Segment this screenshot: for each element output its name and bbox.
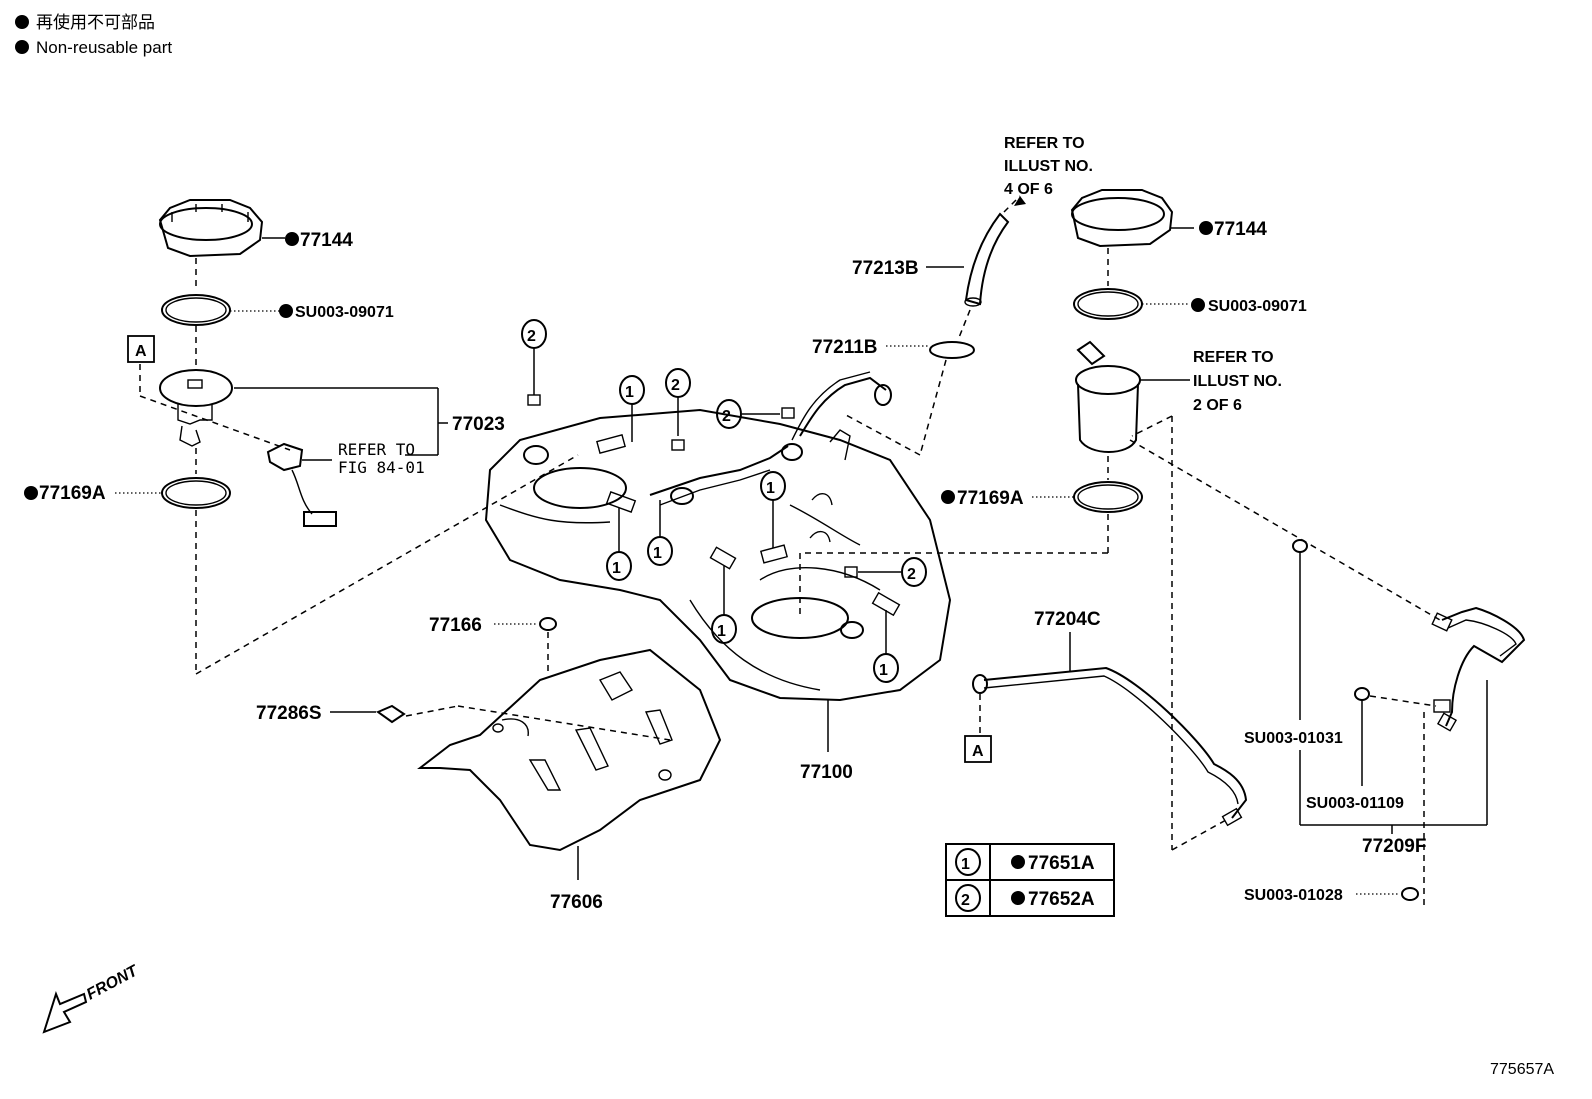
callout-1: 1 bbox=[606, 508, 632, 581]
right-lock-ring: 77144 bbox=[1070, 189, 1267, 248]
svg-text:ILLUST NO.: ILLUST NO. bbox=[1193, 373, 1282, 390]
label-grommet: 77166 bbox=[429, 615, 482, 636]
left-gasket-bottom: 77169A bbox=[24, 477, 231, 509]
svg-text:1: 1 bbox=[961, 856, 970, 873]
callout-1: 1 bbox=[711, 566, 737, 644]
hose-clamp: 77211B bbox=[812, 337, 975, 359]
marker-a-right: A bbox=[964, 735, 992, 763]
callout-2: 2 bbox=[665, 368, 691, 451]
label-gauge-sender: 77023 bbox=[452, 414, 505, 435]
callouts: 2 1 2 2 1 1 bbox=[521, 319, 927, 683]
label-clamp-left: 77286S bbox=[256, 703, 322, 724]
label-lock-ring-left: 77144 bbox=[300, 230, 353, 251]
label-gasket-left-top: SU003-09071 bbox=[295, 304, 394, 321]
svg-text:1: 1 bbox=[612, 560, 621, 577]
legend-jp: 再使用不可部品 bbox=[36, 12, 155, 32]
svg-text:2: 2 bbox=[527, 328, 536, 345]
callout-2: 2 bbox=[521, 319, 547, 406]
svg-text:77651A: 77651A bbox=[1028, 853, 1095, 874]
svg-text:1: 1 bbox=[653, 545, 662, 562]
svg-text:REFER TO: REFER TO bbox=[1004, 135, 1085, 152]
filler-hose: 77213B bbox=[852, 195, 1026, 307]
callout-1: 1 bbox=[647, 500, 673, 566]
protector-clip: 77286S bbox=[256, 703, 671, 741]
callout-1: 1 bbox=[873, 610, 899, 683]
left-lock-ring: 77144 bbox=[158, 199, 353, 258]
label-protector: 77606 bbox=[550, 892, 603, 913]
svg-text:1: 1 bbox=[625, 384, 634, 401]
svg-text:ILLUST NO.: ILLUST NO. bbox=[1004, 158, 1093, 175]
svg-text:1: 1 bbox=[879, 662, 888, 679]
right-gasket-top: SU003-09071 bbox=[1073, 288, 1307, 320]
svg-text:2: 2 bbox=[907, 566, 916, 583]
svg-text:REFER TO: REFER TO bbox=[1193, 349, 1274, 366]
clip-su003-01028: SU003-01028 bbox=[1244, 887, 1419, 904]
front-arrow: FRONT bbox=[42, 962, 142, 1034]
label-hose-clamp: 77211B bbox=[812, 337, 878, 358]
right-gasket-bottom: 77169A bbox=[941, 481, 1143, 513]
svg-text:2: 2 bbox=[961, 892, 970, 909]
label-tank: 77100 bbox=[800, 762, 853, 783]
callout-1: 1 bbox=[760, 471, 786, 548]
svg-text:A: A bbox=[972, 743, 984, 760]
gauge-sender-assy: 77023 bbox=[159, 369, 505, 456]
svg-text:SU003-01109: SU003-01109 bbox=[1306, 795, 1404, 812]
svg-text:2: 2 bbox=[722, 408, 731, 425]
callout-table-row: 1 77651A bbox=[955, 848, 1095, 876]
front-label: FRONT bbox=[84, 962, 142, 1003]
callout-table-row: 2 77652A bbox=[955, 884, 1095, 912]
label-gasket-right-top: SU003-09071 bbox=[1208, 298, 1307, 315]
svg-text:1: 1 bbox=[717, 623, 726, 640]
svg-text:SU003-01028: SU003-01028 bbox=[1244, 887, 1343, 904]
connector-harness: REFER TO FIG 84-01 bbox=[266, 440, 425, 527]
non-reusable-legend: 再使用不可部品 Non-reusable part bbox=[15, 12, 172, 57]
callout-1: 1 bbox=[619, 375, 645, 442]
bullet-icon bbox=[15, 40, 29, 54]
label-tube: 77204C bbox=[1034, 609, 1101, 630]
tank-protector bbox=[417, 648, 722, 852]
svg-text:2 OF 6: 2 OF 6 bbox=[1193, 397, 1242, 414]
left-gasket-top: SU003-09071 bbox=[161, 294, 394, 326]
protector-grommet: 77166 bbox=[429, 615, 557, 672]
clip-su003-01031: SU003-01031 bbox=[1244, 539, 1343, 747]
callout-table: 1 77651A 2 77652A bbox=[945, 843, 1115, 917]
fuel-tube: 77204C bbox=[972, 609, 1248, 827]
fuel-tank bbox=[484, 371, 952, 702]
fuel-tube-assy bbox=[1431, 606, 1526, 732]
bullet-icon bbox=[15, 15, 29, 29]
svg-text:4 OF 6: 4 OF 6 bbox=[1004, 181, 1053, 198]
clip-su003-01109: SU003-01109 bbox=[1306, 687, 1437, 812]
marker-a-left: A bbox=[127, 335, 291, 451]
refer-illust-4: REFER TO ILLUST NO. 4 OF 6 bbox=[1004, 135, 1093, 198]
refer-fig-line1: REFER TO bbox=[338, 440, 415, 459]
label-gasket-left-bottom: 77169A bbox=[39, 483, 106, 504]
figure-id: 775657A bbox=[1490, 1061, 1554, 1078]
callout-2: 2 bbox=[716, 399, 795, 429]
svg-text:77652A: 77652A bbox=[1028, 889, 1095, 910]
fuel-pump-assy: REFER TO ILLUST NO. 2 OF 6 bbox=[1075, 340, 1282, 453]
svg-text:A: A bbox=[135, 343, 147, 360]
label-lock-ring-right: 77144 bbox=[1214, 219, 1267, 240]
refer-fig-line2: FIG 84-01 bbox=[338, 458, 425, 477]
svg-text:1: 1 bbox=[766, 480, 775, 497]
label-gasket-right-bottom: 77169A bbox=[957, 488, 1024, 509]
callout-2: 2 bbox=[844, 557, 927, 587]
svg-text:SU003-01031: SU003-01031 bbox=[1244, 730, 1343, 747]
label-hose: 77213B bbox=[852, 258, 919, 279]
svg-text:2: 2 bbox=[671, 377, 680, 394]
legend-en: Non-reusable part bbox=[36, 38, 172, 57]
label-tube-assy: 77209F bbox=[1362, 836, 1426, 857]
